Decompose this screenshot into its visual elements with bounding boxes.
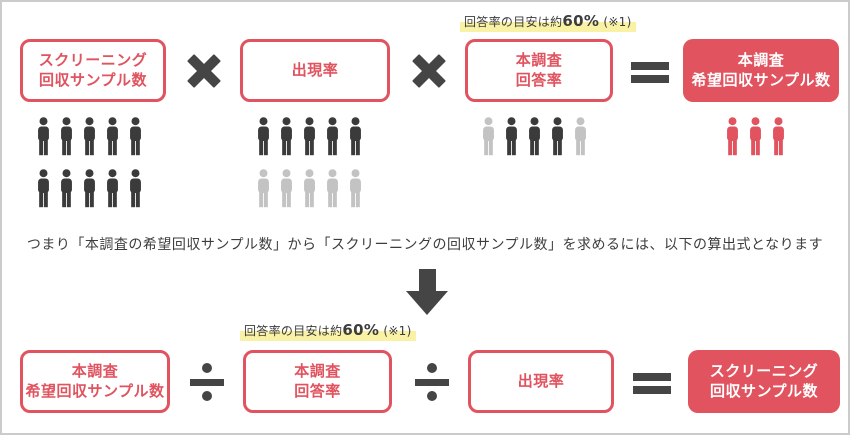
person-icon <box>258 117 269 156</box>
box-survey-response-rate-bottom: 本調査 回答率 <box>243 350 392 413</box>
note-suffix: (※1) <box>599 15 632 29</box>
person-icon <box>84 117 95 156</box>
person-icon <box>38 117 49 156</box>
equals-icon <box>628 49 672 93</box>
person-icon <box>575 117 586 156</box>
box-screening-sample-count-bottom: スクリーニング 回収サンプル数 <box>688 350 840 413</box>
people-group-appearance-rate <box>255 114 364 211</box>
box-appearance-rate: 出現率 <box>240 39 390 102</box>
person-icon <box>727 117 738 156</box>
person-icon <box>327 169 338 208</box>
box-label-line: 希望回収サンプル数 <box>691 70 831 89</box>
person-icon <box>304 169 315 208</box>
person-icon <box>506 117 517 156</box>
person-row <box>255 166 364 211</box>
person-icon <box>84 169 95 208</box>
person-icon <box>281 169 292 208</box>
person-icon <box>130 169 141 208</box>
down-arrow-icon <box>419 269 436 292</box>
box-survey-desired-sample-count: 本調査 希望回収サンプル数 <box>683 39 839 102</box>
person-icon <box>61 117 72 156</box>
box-label-line: 回収サンプル数 <box>38 70 148 89</box>
box-appearance-rate-bottom: 出現率 <box>468 350 614 413</box>
box-label-line: 本調査 <box>294 362 341 380</box>
note-prefix: 回答率の目安は約 <box>244 324 343 338</box>
person-icon <box>61 169 72 208</box>
note-prefix: 回答率の目安は約 <box>464 15 563 29</box>
explanation-text: つまり「本調査の希望回収サンプル数」から「スクリーニングの回収サンプル数」を求め… <box>26 237 824 253</box>
multiply-icon <box>407 49 451 93</box>
person-icon <box>304 117 315 156</box>
person-icon <box>773 117 784 156</box>
note-value: 60% <box>342 321 380 339</box>
multiply-icon <box>182 49 226 93</box>
people-group-screening <box>35 114 144 211</box>
box-survey-desired-sample-count-bottom: 本調査 希望回収サンプル数 <box>20 350 170 413</box>
person-icon <box>107 169 118 208</box>
box-label-line: 出現率 <box>291 60 339 79</box>
box-label-line: 回答率 <box>515 70 563 89</box>
box-label-line: 本調査 <box>515 51 563 69</box>
person-icon <box>350 117 361 156</box>
box-label-line: 回収サンプル数 <box>709 381 819 400</box>
person-icon <box>38 169 49 208</box>
box-label-line: 希望回収サンプル数 <box>25 381 165 400</box>
person-icon <box>107 117 118 156</box>
box-label-line: 回答率 <box>294 381 341 400</box>
box-screening-sample-count: スクリーニング 回収サンプル数 <box>20 39 166 102</box>
box-label-line: スクリーニング <box>38 51 148 69</box>
person-icon <box>281 117 292 156</box>
equals-icon <box>630 360 674 404</box>
person-row <box>480 114 589 159</box>
person-icon <box>327 117 338 156</box>
down-arrow-icon <box>406 291 448 315</box>
person-row <box>724 114 787 159</box>
people-group-response-rate <box>480 114 589 159</box>
box-survey-response-rate: 本調査 回答率 <box>465 39 613 102</box>
box-label-line: 出現率 <box>517 371 565 390</box>
people-group-desired-sample <box>724 114 787 159</box>
person-icon <box>350 169 361 208</box>
person-icon <box>130 117 141 156</box>
note-suffix: (※1) <box>379 324 412 338</box>
response-rate-note-top: 回答率の目安は約60% (※1) <box>460 11 636 32</box>
response-rate-note-bottom: 回答率の目安は約60% (※1) <box>240 320 416 341</box>
box-label-line: 本調査 <box>71 362 119 380</box>
person-row <box>35 166 144 211</box>
person-row <box>255 114 364 159</box>
divide-icon <box>410 360 454 404</box>
box-label-line: 本調査 <box>737 51 785 69</box>
person-icon <box>552 117 563 156</box>
person-icon <box>750 117 761 156</box>
box-label-line: スクリーニング <box>709 362 819 380</box>
person-icon <box>258 169 269 208</box>
note-value: 60% <box>562 12 600 30</box>
person-icon <box>529 117 540 156</box>
person-row <box>35 114 144 159</box>
person-icon <box>483 117 494 156</box>
divide-icon <box>185 360 229 404</box>
